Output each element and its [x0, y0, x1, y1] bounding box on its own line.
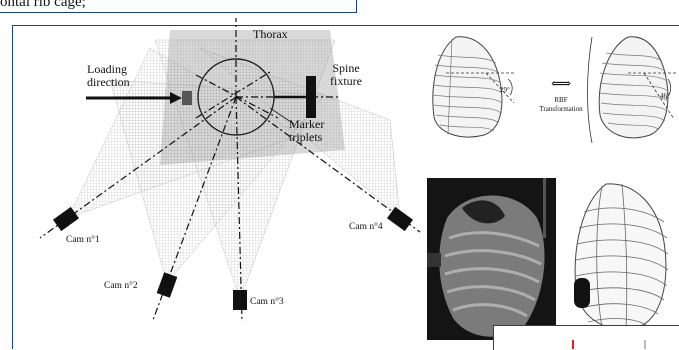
inset-mark-red [572, 340, 574, 349]
camera-2-label: Cam n°2 [104, 281, 138, 291]
spine-fixture-label: Spine fixture [322, 62, 370, 88]
rbf-transformation-label: RBF Transformation [536, 96, 586, 114]
angle-left-label: 29° [500, 86, 510, 95]
inset-panel [493, 325, 679, 350]
thorax-label: Thorax [253, 28, 288, 41]
angle-right-label: 46° [660, 92, 670, 101]
camera-1-label: Cam n°1 [66, 235, 100, 245]
impactor [182, 91, 192, 105]
bidirectional-arrow-icon: ⟺ [551, 76, 571, 93]
fe-impactor [574, 278, 590, 308]
camera-2 [157, 272, 178, 297]
camera-3 [233, 290, 247, 310]
camera-3-label: Cam n°3 [250, 297, 284, 307]
camera-4-label: Cam n°4 [349, 222, 383, 232]
inset-mark-grey [644, 340, 646, 349]
ribcage-mesh-right [588, 33, 678, 143]
spine-fixture-block [306, 76, 316, 118]
marker-triplets-label: Marker triplets [289, 118, 339, 144]
specimen-photo [427, 178, 556, 340]
loading-direction-label: Loading direction [87, 63, 147, 89]
camera-4 [387, 207, 413, 231]
fe-ribcage-model [566, 178, 676, 338]
